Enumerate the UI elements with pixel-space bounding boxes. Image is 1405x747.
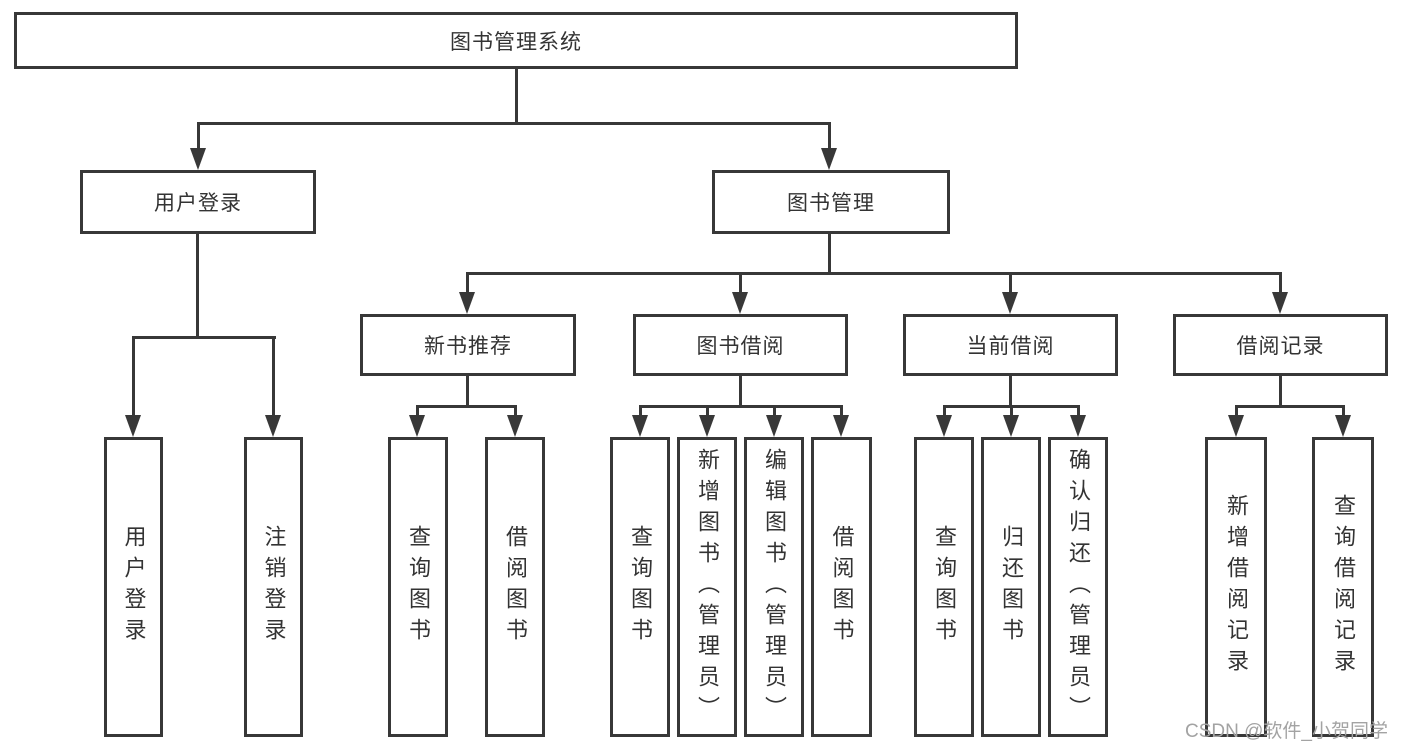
connector-stem: [416, 408, 419, 416]
node-borrowing-records: 借阅记录: [1173, 314, 1388, 376]
connector-stem: [197, 125, 200, 151]
arrow-down-icon: [699, 415, 715, 437]
node-root: 图书管理系统: [14, 12, 1018, 69]
arrow-down-icon: [732, 292, 748, 314]
leaf-borrow-books-label: 借阅图书: [829, 525, 855, 649]
node-book-borrowing: 图书借阅: [633, 314, 848, 376]
connector-hline: [1235, 405, 1345, 408]
leaf-query-books-current: 查询图书: [914, 437, 974, 737]
arrow-down-icon: [1272, 292, 1288, 314]
leaf-return-books-label: 归还图书: [999, 525, 1024, 649]
node-current-borrowing-label: 当前借阅: [966, 335, 1055, 358]
arrow-down-icon: [1335, 415, 1351, 437]
arrow-down-icon: [1003, 415, 1019, 437]
arrow-down-icon: [833, 415, 849, 437]
connector-stem: [466, 275, 469, 293]
leaf-query-books-borrow: 查询图书: [610, 437, 670, 737]
arrow-down-icon: [459, 292, 475, 314]
connector-stem: [196, 234, 199, 336]
leaf-add-books-admin: 新增图书（管理员）: [677, 437, 737, 737]
connector-stem: [514, 408, 517, 416]
leaf-return-books: 归还图书: [981, 437, 1041, 737]
connector-root-hline: [197, 122, 831, 125]
leaf-borrow-books-recommend: 借阅图书: [485, 437, 545, 737]
node-root-label: 图书管理系统: [450, 30, 582, 54]
arrow-down-icon: [1070, 415, 1086, 437]
connector-stem: [1279, 275, 1282, 293]
connector-stem: [828, 125, 831, 151]
node-new-book-recommendation-label: 新书推荐: [424, 335, 512, 358]
arrow-down-icon: [821, 148, 837, 170]
arrow-down-icon: [409, 415, 425, 437]
connector-stem: [1342, 408, 1345, 416]
leaf-logout: 注销登录: [244, 437, 303, 737]
node-current-borrowing: 当前借阅: [903, 314, 1118, 376]
connector-stem: [1235, 408, 1238, 416]
connector-stem: [272, 339, 275, 415]
node-user-login-label: 用户登录: [154, 192, 242, 215]
connector-hline: [132, 336, 276, 339]
arrow-down-icon: [1002, 292, 1018, 314]
connector-hline: [943, 405, 1080, 408]
leaf-add-borrow-record-label: 新增借阅记录: [1224, 494, 1249, 680]
leaf-query-borrow-record: 查询借阅记录: [1312, 437, 1374, 737]
node-new-book-recommendation: 新书推荐: [360, 314, 576, 376]
leaf-query-books-current-label: 查询图书: [932, 525, 957, 649]
connector-root-stem: [515, 69, 518, 122]
leaf-borrow-books: 借阅图书: [811, 437, 872, 737]
leaf-add-borrow-record: 新增借阅记录: [1205, 437, 1267, 737]
node-user-login: 用户登录: [80, 170, 316, 234]
node-borrowing-records-label: 借阅记录: [1236, 335, 1325, 358]
leaf-edit-books-admin-label: 编辑图书（管理员）: [762, 447, 787, 727]
leaf-query-books-recommend: 查询图书: [388, 437, 448, 737]
leaf-edit-books-admin: 编辑图书（管理员）: [744, 437, 804, 737]
connector-stem: [639, 408, 642, 416]
node-book-borrowing-label: 图书借阅: [696, 335, 785, 358]
csdn-watermark: CSDN @软件_小贺同学: [1185, 721, 1388, 742]
connector-stem: [466, 376, 469, 405]
connector-stem: [1009, 376, 1012, 405]
connector-stem: [773, 408, 776, 416]
arrow-down-icon: [125, 415, 141, 437]
arrow-down-icon: [190, 148, 206, 170]
connector-stem: [1009, 275, 1012, 293]
arrow-down-icon: [766, 415, 782, 437]
connector-hline: [466, 272, 1282, 275]
connector-hline: [416, 405, 517, 408]
leaf-confirm-return-admin-label: 确认归还（管理员）: [1066, 447, 1091, 727]
leaf-query-books-recommend-label: 查询图书: [406, 525, 431, 649]
connector-stem: [828, 234, 831, 272]
node-book-management: 图书管理: [712, 170, 950, 234]
arrow-down-icon: [507, 415, 523, 437]
node-book-management-label: 图书管理: [787, 192, 875, 215]
connector-hline: [639, 405, 843, 408]
connector-stem: [739, 376, 742, 405]
connector-stem: [943, 408, 946, 416]
connector-stem: [1279, 376, 1282, 405]
arrow-down-icon: [1228, 415, 1244, 437]
arrow-down-icon: [265, 415, 281, 437]
leaf-query-books-borrow-label: 查询图书: [628, 525, 653, 649]
connector-stem: [706, 408, 709, 416]
leaf-user-login: 用户登录: [104, 437, 163, 737]
leaf-user-login-label: 用户登录: [121, 525, 147, 649]
leaf-add-books-admin-label: 新增图书（管理员）: [695, 447, 720, 727]
connector-stem: [739, 275, 742, 293]
arrow-down-icon: [936, 415, 952, 437]
connector-stem: [132, 339, 135, 415]
leaf-borrow-books-recommend-label: 借阅图书: [503, 525, 528, 649]
connector-stem: [1077, 408, 1080, 416]
arrow-down-icon: [632, 415, 648, 437]
connector-stem: [1010, 408, 1013, 416]
leaf-query-borrow-record-label: 查询借阅记录: [1331, 494, 1356, 680]
leaf-confirm-return-admin: 确认归还（管理员）: [1048, 437, 1108, 737]
leaf-logout-label: 注销登录: [261, 525, 287, 649]
connector-stem: [840, 408, 843, 416]
